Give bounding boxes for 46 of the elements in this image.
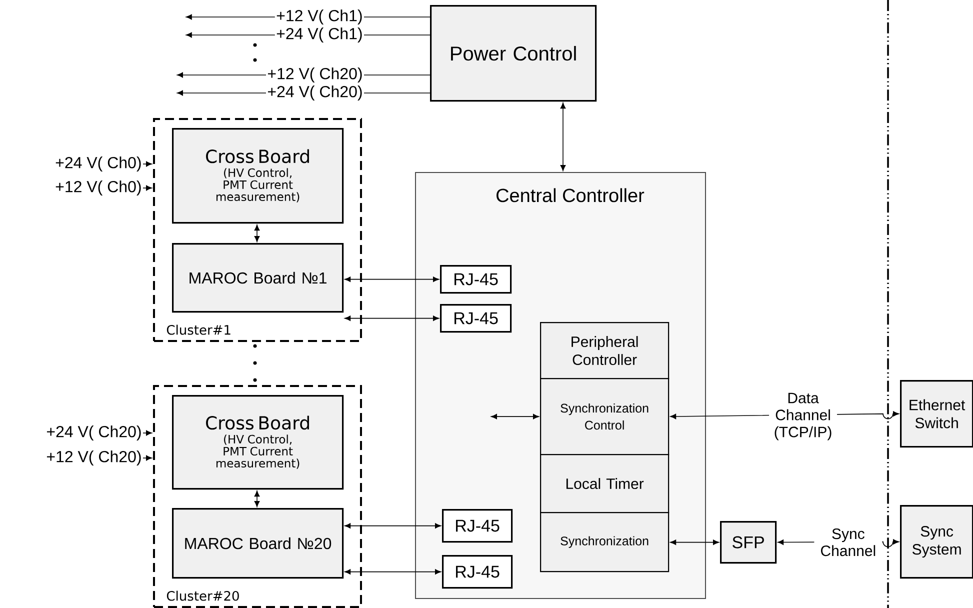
arrow: [344, 316, 439, 321]
voltage-label: +12 V( Ch20): [268, 68, 362, 82]
arrow: [344, 523, 441, 528]
arrow: [254, 490, 260, 507]
voltage-label: +24 V( Ch0): [56, 156, 141, 172]
module-box: Peripheral Controller: [540, 322, 670, 380]
arrow: [560, 102, 566, 171]
arrow: [670, 540, 719, 545]
module-box: Local Timer: [540, 454, 670, 514]
connector-box: RJ-45: [442, 555, 513, 589]
arrow: [491, 414, 539, 420]
arrow: [177, 90, 266, 96]
arrow: [177, 72, 266, 78]
connector-box: RJ-45: [440, 265, 512, 294]
arrow: [142, 430, 152, 436]
arrow: [142, 185, 152, 191]
cluster-label: Cluster#1: [166, 324, 230, 335]
board-box: Cross Board (HV Control, PMT Current measurement): [172, 395, 344, 490]
board-box: MAROC Board №1: [172, 243, 344, 313]
module-box: Synchronization: [540, 512, 670, 572]
voltage-label: +12 V( Ch0): [56, 180, 141, 196]
connector-box: RJ-45: [440, 304, 512, 333]
arrow: [254, 224, 260, 242]
module-box: Synchronization Control: [540, 378, 670, 456]
arrow: [344, 569, 441, 574]
external-box: Sync System: [900, 505, 973, 579]
edge-label: Sync Channel: [821, 528, 876, 556]
container-title: Central Controller: [496, 188, 644, 202]
arrow: [142, 455, 152, 461]
voltage-label: +24 V( Ch1): [276, 28, 362, 42]
edge-label: Data Channel (TCP/IP): [774, 392, 832, 440]
arrow: [344, 276, 439, 282]
arrow: [142, 161, 152, 167]
connector-box: SFP: [720, 521, 777, 564]
board-box: MAROC Board №20: [172, 508, 344, 579]
process-box: Power Control: [430, 5, 597, 102]
voltage-label: +24 V( Ch20): [268, 86, 362, 100]
voltage-label: +24 V( Ch20): [46, 426, 141, 440]
board-box: Cross Board (HV Control, PMT Current measurement): [172, 128, 344, 224]
connector-box: RJ-45: [442, 509, 513, 543]
voltage-label: +12 V( Ch20): [46, 450, 141, 466]
arrow: [186, 14, 276, 20]
arrow: [186, 32, 276, 38]
cluster-label: Cluster#20: [166, 590, 239, 601]
external-box: Ethernet Switch: [900, 380, 973, 448]
voltage-label: +12 V( Ch1): [276, 10, 362, 24]
